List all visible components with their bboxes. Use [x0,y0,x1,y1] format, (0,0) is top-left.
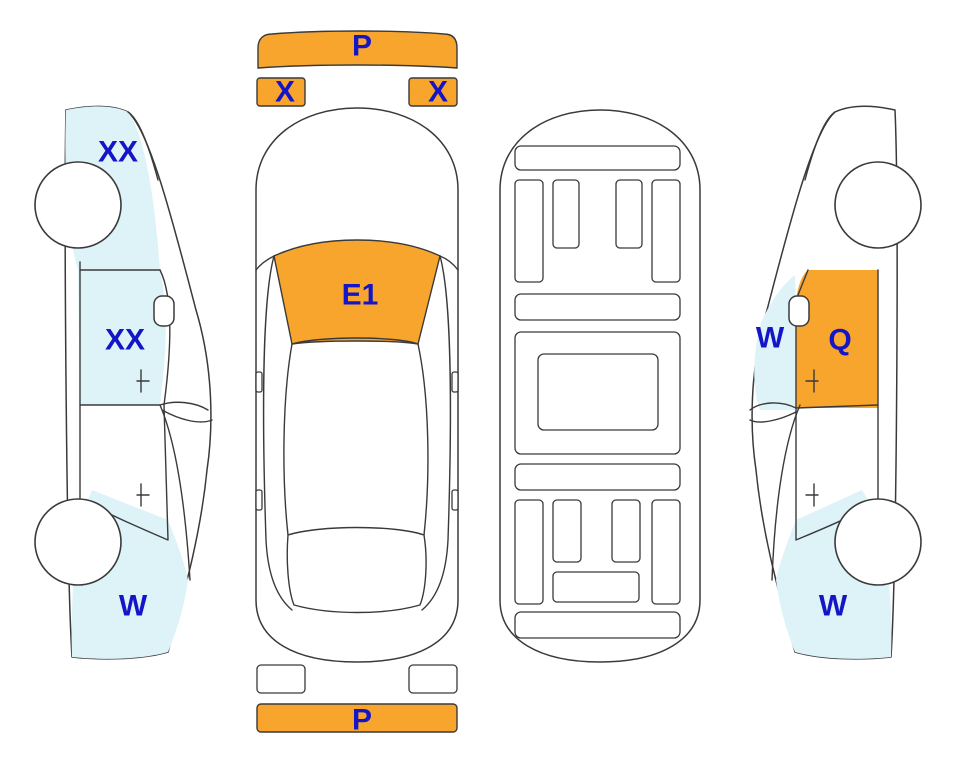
left-rear-fender-label: XX [98,136,138,169]
underbody-front-right-inner [615,179,643,249]
left-side-window-frame [159,404,213,581]
front-right-light-panel[interactable] [408,77,458,107]
right-rear-door-label: Q [828,324,851,357]
front-bumper-panel[interactable] [257,30,458,69]
right-rear-wheel [834,161,922,249]
right-side-window-frame [749,404,801,581]
underbody-mid-rear-crossmember [514,463,681,491]
underbody-front-left-inner [552,179,580,249]
right-side-a-pillar [804,111,836,181]
left-side-view: XX XX W [34,105,213,660]
underbody-rear-left-inner [552,499,582,563]
left-rear-door-label: XX [105,324,145,357]
top-view-cabin-left [262,255,293,611]
top-view-left-mirror-rear [255,489,263,511]
left-front-fender-label: W [119,590,148,623]
left-front-door-handle [136,483,150,507]
right-rear-door-panel[interactable] [796,270,878,408]
right-front-wheel [834,498,922,586]
underbody-rear-right-rail [651,499,681,605]
underbody-center-tunnel [537,353,659,431]
left-front-wheel [34,498,122,586]
right-front-door-handle [805,483,819,507]
underbody-rear-center [552,571,640,603]
underbody-rear-crossmember [514,611,681,639]
underbody-rear-right-inner [611,499,641,563]
hood-panel[interactable] [273,239,441,345]
left-side-rear-door-line [79,269,171,501]
right-side-mirror [788,295,810,327]
rear-bumper-panel[interactable] [256,703,458,733]
right-side-view: W Q W [749,105,922,660]
right-rear-door-handle [805,369,819,393]
front-left-light-label: X [275,76,295,109]
rear-bumper-label: P [352,704,372,737]
left-rear-wheel [34,161,122,249]
underbody-view [499,109,701,663]
rear-left-light-panel[interactable] [256,664,306,694]
underbody-front-crossmember [514,145,681,171]
left-rear-door-panel[interactable] [78,270,166,405]
top-view-right-mirror-rear [451,489,459,511]
front-bumper-label: P [352,30,372,63]
rear-right-light-panel[interactable] [408,664,458,694]
underbody-front-right-rail [651,179,681,283]
hood-label: E1 [342,279,379,312]
top-view-right-mirror-front [451,371,459,393]
front-right-light-label: X [428,76,448,109]
top-view: P X X E1 P [255,30,459,737]
right-side-belt-line [749,402,879,411]
underbody-front-left-rail [514,179,544,283]
top-view-windshield-sides [255,255,459,271]
left-rear-door-handle [136,369,150,393]
top-view-rear-window [286,526,427,614]
front-left-light-panel[interactable] [256,77,306,107]
right-door-glass-label: W [756,322,785,355]
top-view-left-mirror-front [255,371,263,393]
underbody-mid-front-crossmember [514,293,681,321]
top-view-roof-line [291,337,419,345]
right-front-fender-label: W [819,590,848,623]
top-view-cabin-right [417,255,452,611]
left-side-a-pillar [79,111,161,271]
left-side-mirror [153,295,175,327]
underbody-rear-left-rail [514,499,544,605]
